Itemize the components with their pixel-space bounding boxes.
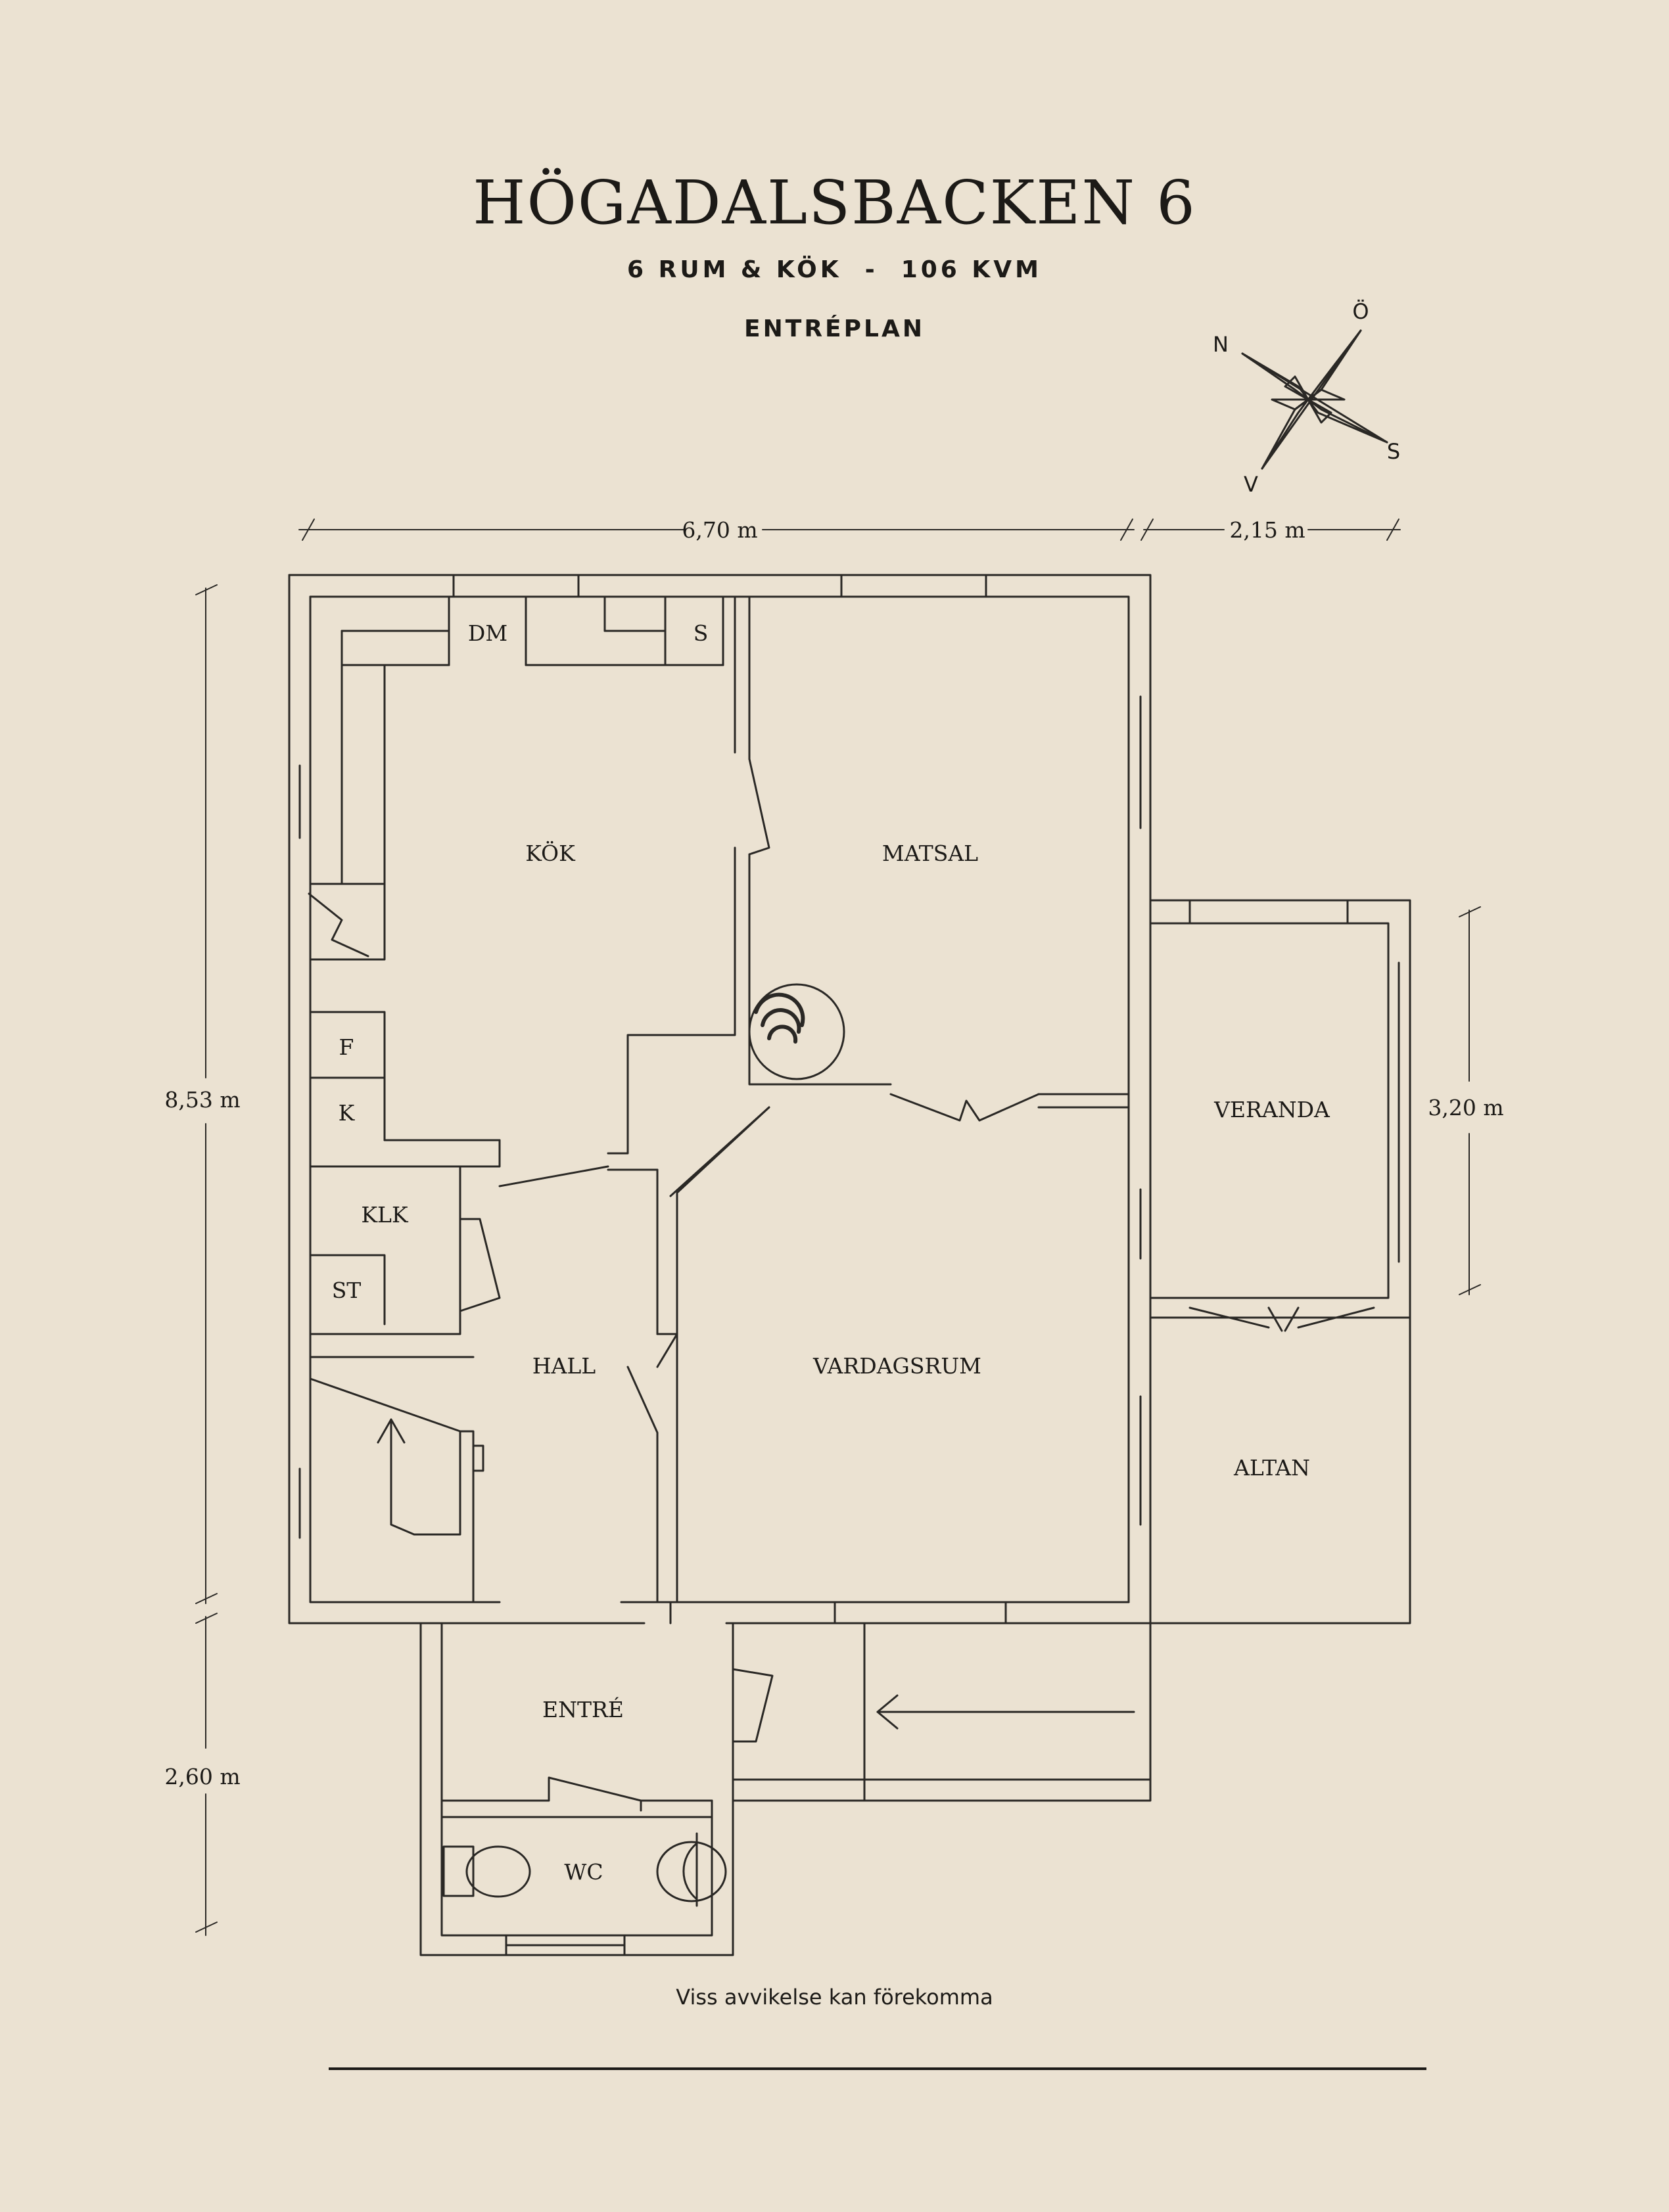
compass-north-label: N	[1213, 332, 1229, 357]
compass-rose-icon	[1241, 329, 1388, 470]
compass-south-label: S	[1387, 439, 1400, 464]
dimension-height-veranda: 3,20 m	[1428, 1095, 1503, 1120]
room-label-matsal: MATSAL	[882, 841, 978, 866]
room-label-k: K	[339, 1100, 356, 1126]
room-label-altan: ALTAN	[1233, 1455, 1310, 1481]
outer-walls	[288, 574, 1152, 1956]
plan-title: HÖGADALSBACKEN 6	[473, 168, 1196, 238]
room-label-kok: KÖK	[525, 840, 576, 866]
dimension-height-entry: 2,60 m	[164, 1764, 240, 1789]
dimension-width-veranda: 2,15 m	[1229, 517, 1305, 543]
floor-level-label: ENTRÉPLAN	[744, 315, 925, 342]
interior-walls	[308, 595, 1135, 1907]
room-label-wc: WC	[564, 1859, 603, 1885]
room-label-entre: ENTRÉ	[542, 1696, 624, 1722]
dimension-width-main: 6,70 m	[682, 517, 757, 543]
plan-subtitle: 6 RUM & KÖK - 106 KVM	[627, 256, 1042, 283]
disclaimer-text: Viss avvikelse kan förekomma	[676, 1985, 993, 2010]
room-label-vardagsrum: VARDAGSRUM	[812, 1353, 981, 1379]
compass-east-label: Ö	[1352, 299, 1369, 324]
dimension-lines	[195, 518, 1481, 1936]
room-label-st: ST	[332, 1278, 362, 1303]
room-label-hall: HALL	[532, 1353, 596, 1379]
room-label-veranda: VERANDA	[1213, 1097, 1330, 1122]
compass-west-label: V	[1244, 472, 1258, 497]
dimension-height-main: 8,53 m	[164, 1087, 240, 1113]
altan-deck	[1149, 1316, 1411, 1624]
room-label-dm: DM	[468, 620, 507, 646]
room-label-klk: KLK	[361, 1202, 409, 1228]
room-label-s: S	[693, 620, 709, 646]
room-label-f: F	[339, 1034, 354, 1060]
